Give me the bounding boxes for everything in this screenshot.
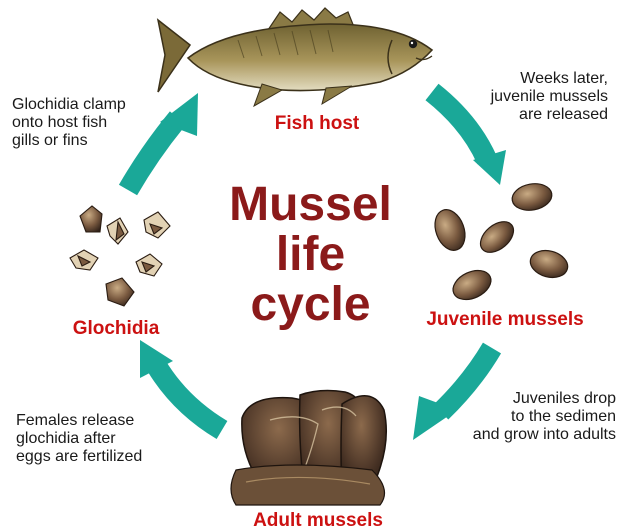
label-fish-host: Fish host: [275, 113, 360, 134]
caption-juveniles-drop: Juveniles drop to the sedimen and grow i…: [440, 390, 616, 444]
caption-females-release: Females release glochidia after eggs are…: [16, 412, 186, 466]
adult-mussels-illustration: [231, 391, 386, 505]
caption-juvenile-release: Weeks later, juvenile mussels are releas…: [440, 70, 608, 124]
fish-illustration: [158, 8, 432, 106]
caption-glochidia-clamp: Glochidia clamp onto host fish gills or …: [12, 96, 182, 150]
label-adult-mussels: Adult mussels: [253, 510, 383, 531]
diagram-title: Mussel life cycle: [0, 180, 621, 330]
